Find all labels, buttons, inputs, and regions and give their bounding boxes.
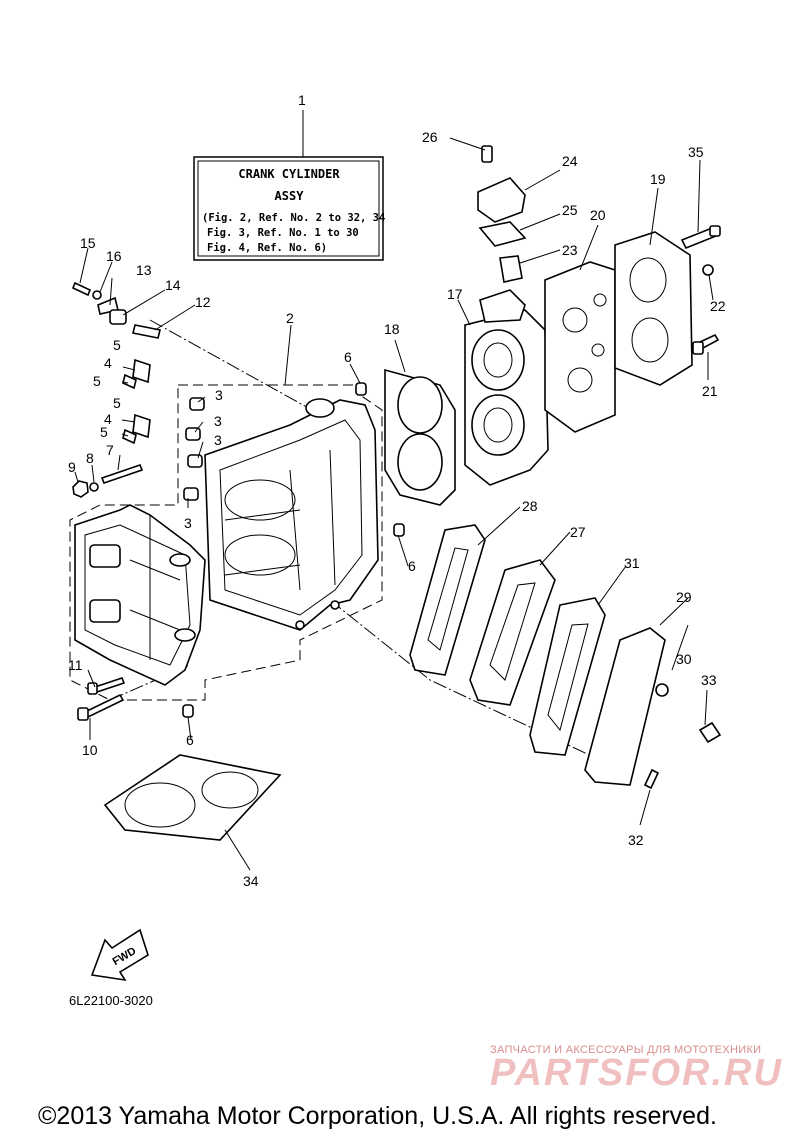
callout-8: 8 [86, 450, 94, 466]
callout-10: 10 [82, 742, 98, 758]
exhaust-plate-part-27 [469, 559, 556, 706]
callout-3a: 3 [215, 387, 223, 403]
watermark-logo: PARTSFOR.RU [490, 1052, 783, 1094]
callout-9: 9 [68, 459, 76, 475]
callout-6a: 6 [344, 349, 352, 365]
exhaust-gasket-part-31 [529, 597, 606, 756]
callout-1: 1 [298, 92, 306, 108]
exhaust-gasket-part-28 [409, 524, 486, 676]
head-gasket-part-18 [384, 368, 456, 506]
watermark-tagline: ЗАПЧАСТИ И АКСЕССУАРЫ ДЛЯ МОТОТЕХНИКИ [490, 1044, 762, 1056]
callout-20: 20 [590, 207, 606, 223]
callout-24: 24 [562, 153, 578, 169]
callout-15: 15 [80, 235, 96, 251]
leader-lines [74, 137, 714, 871]
cylinder-head-part-17 [464, 289, 549, 486]
callout-33: 33 [701, 672, 717, 688]
exhaust-cover-part-29 [584, 627, 722, 790]
title-box-line5: Fig. 4, Ref. No. 6) [207, 242, 327, 254]
callout-2: 2 [286, 310, 294, 326]
copyright-notice: ©2013 Yamaha Motor Corporation, U.S.A. A… [38, 1102, 717, 1130]
title-box-line3: (Fig. 2, Ref. No. 2 to 32, 34 [202, 212, 385, 224]
callout-14: 14 [165, 277, 181, 293]
callout-29: 29 [676, 589, 692, 605]
title-box: CRANK CYLINDER ASSY (Fig. 2, Ref. No. 2 … [193, 110, 385, 261]
callout-3b: 3 [214, 413, 222, 429]
head-fasteners [680, 225, 721, 355]
base-gasket-part-34 [103, 754, 282, 841]
callout-6b: 6 [408, 558, 416, 574]
callout-28: 28 [522, 498, 538, 514]
callout-6c: 6 [186, 732, 194, 748]
small-fasteners-left [71, 281, 405, 721]
callout-7: 7 [106, 442, 114, 458]
thermostat-assembly [477, 145, 527, 283]
callout-5a: 5 [113, 337, 121, 353]
callout-3d: 3 [184, 515, 192, 531]
callout-19: 19 [650, 171, 666, 187]
callout-35: 35 [688, 144, 704, 160]
callout-3c: 3 [214, 432, 222, 448]
callout-5c: 5 [113, 395, 121, 411]
callout-22: 22 [710, 298, 726, 314]
callout-4b: 4 [104, 411, 112, 427]
title-box-line2: ASSY [275, 189, 305, 203]
callout-30: 30 [676, 651, 692, 667]
callout-31: 31 [624, 555, 640, 571]
callout-16: 16 [106, 248, 122, 264]
callout-numbers: 1 2 3 3 3 3 4 4 5 5 5 5 6 6 6 7 8 9 10 1… [68, 92, 726, 889]
callout-26: 26 [422, 129, 438, 145]
callout-27: 27 [570, 524, 586, 540]
callout-21: 21 [702, 383, 718, 399]
callout-32: 32 [628, 832, 644, 848]
callout-17: 17 [447, 286, 463, 302]
callout-18: 18 [384, 321, 400, 337]
callout-5b: 5 [93, 373, 101, 389]
callout-13: 13 [136, 262, 152, 278]
title-box-line4: Fig. 3, Ref. No. 1 to 30 [207, 227, 359, 239]
title-box-line1: CRANK CYLINDER [238, 167, 340, 181]
callout-34: 34 [243, 873, 259, 889]
crankcase-part-2 [204, 398, 379, 631]
drawing-code: 6L22100-3020 [69, 993, 153, 1008]
callout-23: 23 [562, 242, 578, 258]
head-cover-part-19 [614, 231, 693, 386]
crankcase-part-1 [74, 504, 206, 686]
fwd-arrow: FWD [90, 928, 149, 982]
callout-12: 12 [195, 294, 211, 310]
callout-25: 25 [562, 202, 578, 218]
callout-4a: 4 [104, 355, 112, 371]
callout-11: 11 [68, 657, 83, 673]
cover-gasket-part-20 [544, 261, 616, 433]
callout-5d: 5 [100, 424, 108, 440]
